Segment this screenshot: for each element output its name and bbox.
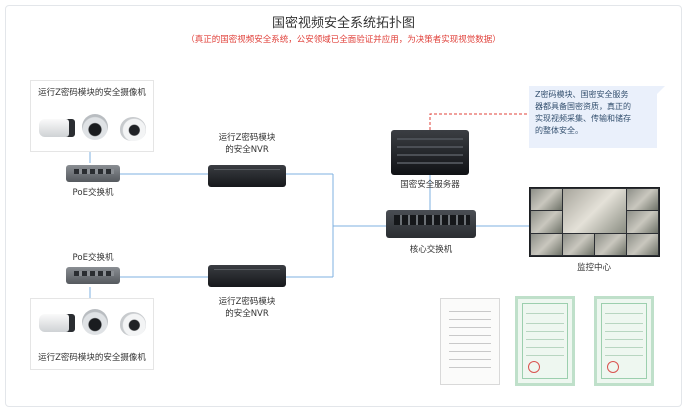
qualification-certificate-2 — [594, 296, 654, 386]
core-switch-device — [386, 210, 476, 238]
poe-switch-bottom — [66, 267, 120, 284]
security-server-device — [391, 130, 469, 175]
top-camera-group-label: 运行Z密码模块的安全摄像机 — [31, 88, 153, 99]
note-line-4: 的整体安全。 — [535, 125, 651, 137]
top-camera-group: 运行Z密码模块的安全摄像机 — [30, 80, 154, 152]
note-pointer-line — [430, 114, 527, 130]
bullet-camera-icon — [39, 119, 75, 137]
monitor-center-label: 监控中心 — [554, 263, 634, 274]
note-line-2: 器都具备国密资质，真正的 — [535, 101, 651, 113]
core-switch-label: 核心交换机 — [391, 245, 471, 256]
nvr-top-label-line1: 运行Z密码模块 — [200, 133, 294, 144]
nvr-bottom-label-line1: 运行Z密码模块 — [200, 297, 294, 308]
qualification-document-1 — [440, 298, 500, 385]
note-line-1: Z密码模块、国密安全服务 — [535, 89, 651, 101]
monitoring-video-wall — [529, 187, 660, 257]
security-note: Z密码模块、国密安全服务 器都具备国密资质，真正的 实现视频采集、传输和储存 的… — [529, 86, 657, 148]
bottom-camera-group-label: 运行Z密码模块的安全摄像机 — [31, 353, 153, 364]
dome-camera-icon — [120, 312, 146, 336]
ptz-camera-icon — [82, 114, 108, 140]
ptz-camera-icon — [82, 309, 108, 335]
server-label: 国密安全服务器 — [386, 180, 474, 191]
note-line-3: 实现视频采集、传输和储存 — [535, 113, 651, 125]
bullet-camera-icon — [39, 314, 75, 332]
poe-switch-bottom-label: PoE交换机 — [56, 253, 130, 264]
poe-switch-top-label: PoE交换机 — [56, 188, 130, 199]
nvr-bottom-label-line2: 的安全NVR — [200, 309, 294, 320]
poe-switch-top — [66, 165, 120, 182]
nvr-top-label-line2: 的安全NVR — [200, 145, 294, 156]
dome-camera-icon — [120, 117, 146, 141]
nvr-top-device — [208, 165, 286, 187]
nvr-bottom-device — [208, 265, 286, 287]
bottom-camera-group: 运行Z密码模块的安全摄像机 — [30, 298, 154, 370]
qualification-certificate-1 — [515, 296, 575, 386]
